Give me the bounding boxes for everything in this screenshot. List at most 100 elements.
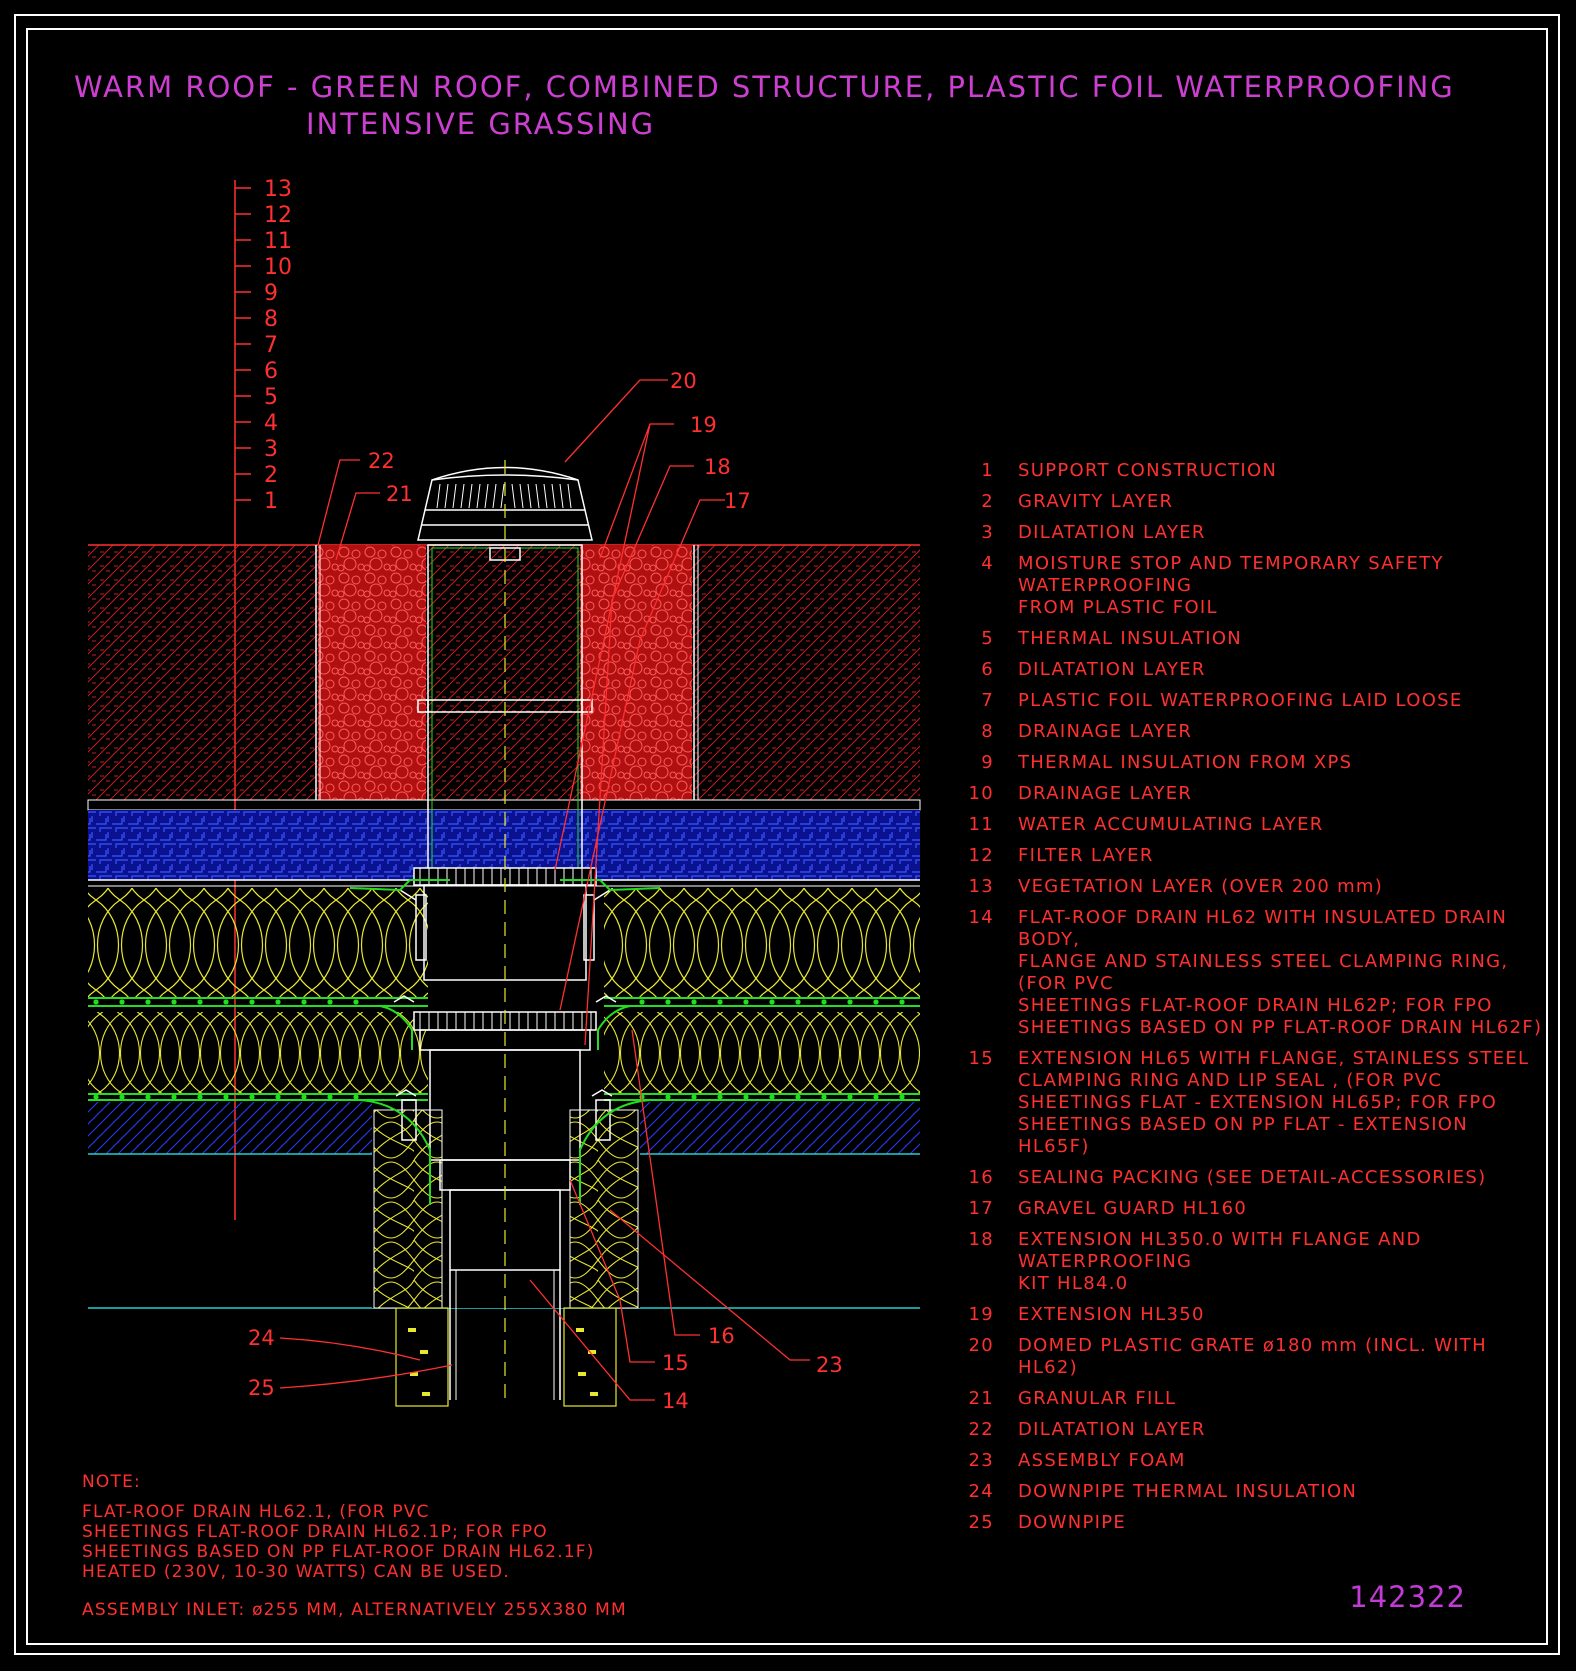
scale-label: 2 — [264, 463, 278, 488]
legend-item: 13 VEGETATION LAYER (OVER 200 mm) — [966, 876, 1546, 898]
downpipe-insulation-right — [569, 1109, 639, 1309]
drawing-id: 142322 — [1349, 1580, 1466, 1614]
granular-fill-left — [318, 545, 426, 800]
legend-number: 16 — [968, 1167, 994, 1188]
scale-label: 3 — [264, 437, 278, 462]
outer-frame — [14, 14, 1560, 1655]
legend-item: 3 DILATATION LAYER — [966, 522, 1546, 544]
legend-number: 23 — [968, 1450, 994, 1471]
legend-text: SHEETINGS BASED ON PP FLAT - EXTENSION H… — [1018, 1114, 1469, 1157]
scale-label: 9 — [264, 281, 278, 306]
scale-label: 7 — [264, 333, 278, 358]
scale-label: 4 — [264, 411, 278, 436]
legend-number: 10 — [968, 783, 994, 804]
legend-number: 3 — [981, 522, 994, 543]
legend-item: 12 FILTER LAYER — [966, 845, 1546, 867]
callout-19: 19 — [690, 413, 717, 437]
legend-number: 9 — [981, 752, 994, 773]
legend-number: 22 — [968, 1419, 994, 1440]
legend-text: THERMAL INSULATION — [1018, 628, 1243, 649]
legend-text: EXTENSION HL350.0 WITH FLANGE AND WATERP… — [1018, 1229, 1422, 1272]
legend-number: 18 — [968, 1229, 994, 1250]
legend-number: 19 — [968, 1304, 994, 1325]
legend-number: 11 — [968, 814, 994, 835]
legend-text: FLANGE AND STAINLESS STEEL CLAMPING RING… — [1018, 951, 1509, 994]
callout-21: 21 — [386, 482, 413, 506]
legend-number: 25 — [968, 1512, 994, 1533]
note-inlet: ASSEMBLY INLET: ø255 MM, ALTERNATIVELY 2… — [82, 1600, 627, 1620]
legend-text: SHEETINGS BASED ON PP FLAT-ROOF DRAIN HL… — [1018, 1017, 1543, 1038]
granular-fill-right — [580, 545, 692, 800]
callout-15: 15 — [662, 1351, 689, 1375]
legend-text: THERMAL INSULATION FROM XPS — [1018, 752, 1353, 773]
scale-label: 11 — [264, 229, 292, 254]
legend-number: 21 — [968, 1388, 994, 1409]
drain-assembly — [393, 466, 617, 1400]
legend-text: ASSEMBLY FOAM — [1018, 1450, 1186, 1471]
scale-label: 12 — [264, 203, 292, 228]
legend-text: FROM PLASTIC FOIL — [1018, 597, 1218, 618]
note-line: HEATED (230V, 10-30 WATTS) CAN BE USED. — [82, 1562, 510, 1582]
legend-text: EXTENSION HL65 WITH FLANGE, STAINLESS ST… — [1018, 1048, 1530, 1069]
legend-item: 4 MOISTURE STOP AND TEMPORARY SAFETY WATE… — [966, 553, 1546, 619]
legend-number: 20 — [968, 1335, 994, 1356]
legend-text: DILATATION LAYER — [1018, 522, 1206, 543]
legend-item: 8 DRAINAGE LAYER — [966, 721, 1546, 743]
legend-text: VEGETATION LAYER (OVER 200 mm) — [1018, 876, 1384, 897]
title-line-2: INTENSIVE GRASSING — [306, 107, 656, 141]
legend-number: 4 — [981, 553, 994, 574]
legend-item: 18 EXTENSION HL350.0 WITH FLANGE AND WATE… — [966, 1229, 1546, 1295]
leader-lines — [279, 379, 810, 1401]
legend-text: SHEETINGS FLAT-ROOF DRAIN HL62P; FOR FPO — [1018, 995, 1493, 1016]
legend-item: 10 DRAINAGE LAYER — [966, 783, 1546, 805]
legend-text: DILATATION LAYER — [1018, 659, 1206, 680]
callout-25: 25 — [248, 1376, 275, 1400]
legend-text: DOWNPIPE THERMAL INSULATION — [1018, 1481, 1358, 1502]
callout-16: 16 — [708, 1324, 735, 1348]
note-heading: NOTE: — [82, 1472, 141, 1492]
legend-number: 17 — [968, 1198, 994, 1219]
legend-item: 5 THERMAL INSULATION — [966, 628, 1546, 650]
legend-text: SUPPORT CONSTRUCTION — [1018, 460, 1278, 481]
legend-text: FILTER LAYER — [1018, 845, 1154, 866]
legend-item: 7 PLASTIC FOIL WATERPROOFING LAID LOOSE — [966, 690, 1546, 712]
legend-text: PLASTIC FOIL WATERPROOFING LAID LOOSE — [1018, 690, 1463, 711]
callout-20: 20 — [670, 369, 697, 393]
legend-text: EXTENSION HL350 — [1018, 1304, 1205, 1325]
legend-number: 12 — [968, 845, 994, 866]
legend-item: 9 THERMAL INSULATION FROM XPS — [966, 752, 1546, 774]
scale-label: 13 — [264, 177, 292, 202]
legend-item: 19 EXTENSION HL350 — [966, 1304, 1546, 1326]
legend-number: 5 — [981, 628, 994, 649]
vegetation-layer — [88, 545, 920, 800]
title-line-1: WARM ROOF - GREEN ROOF, COMBINED STRUCTU… — [74, 70, 1455, 104]
legend-number: 8 — [981, 721, 994, 742]
legend-number: 7 — [981, 690, 994, 711]
legend-text: DRAINAGE LAYER — [1018, 783, 1193, 804]
note-line: SHEETINGS FLAT-ROOF DRAIN HL62.1P; FOR F… — [82, 1522, 548, 1542]
callout-18: 18 — [704, 455, 731, 479]
legend-text: MOISTURE STOP AND TEMPORARY SAFETY WATER… — [1018, 553, 1444, 596]
legend-number: 2 — [981, 491, 994, 512]
inner-frame — [26, 28, 1548, 1645]
legend-number: 13 — [968, 876, 994, 897]
legend-text: DRAINAGE LAYER — [1018, 721, 1193, 742]
legend-text: FLAT-ROOF DRAIN HL62 WITH INSULATED DRAI… — [1018, 907, 1508, 950]
legend-text: DOWNPIPE — [1018, 1512, 1127, 1533]
legend-number: 1 — [981, 460, 994, 481]
callout-23: 23 — [816, 1353, 843, 1377]
legend-number: 6 — [981, 659, 994, 680]
callout-24: 24 — [248, 1326, 275, 1350]
legend-text: KIT HL84.0 — [1018, 1273, 1129, 1294]
callout-22: 22 — [368, 449, 395, 473]
